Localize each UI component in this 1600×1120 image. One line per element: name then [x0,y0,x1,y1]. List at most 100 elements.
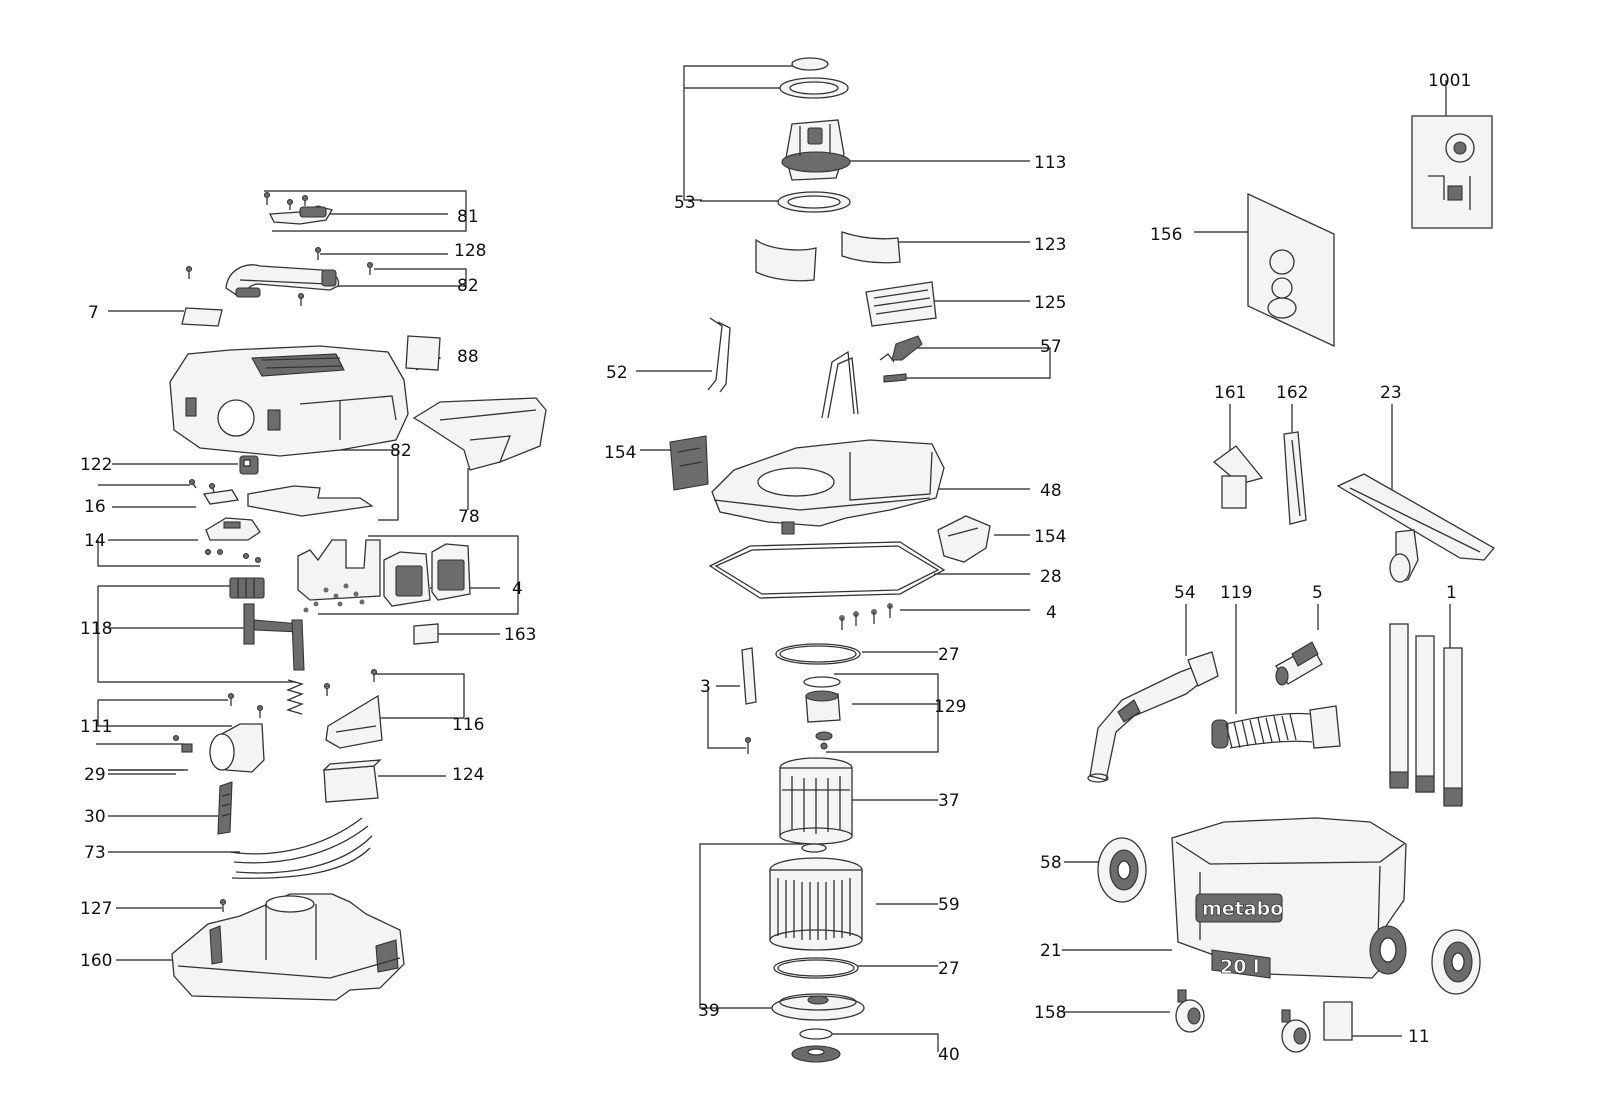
label-116: 116 [452,715,484,735]
part-158-castor [1175,989,1311,1053]
label-162: 162 [1276,383,1308,403]
part-battery-holder-4 [297,539,471,613]
label-54: 54 [1174,583,1196,603]
label-27-top: 27 [938,645,960,665]
part-29-clip [172,734,193,753]
label-40: 40 [938,1045,960,1065]
label-30: 30 [84,807,106,827]
label-14: 14 [84,531,106,551]
label-161: 161 [1214,383,1246,403]
label-52: 52 [606,363,628,383]
part-154-latch-right [937,515,991,563]
part-28-gasket [708,541,946,599]
label-119: 119 [1220,583,1252,603]
part-123-foam-strip [755,231,901,282]
label-11: 11 [1408,1027,1430,1047]
label-23: 23 [1380,383,1402,403]
label-4-middle: 4 [1046,603,1057,623]
part-82-top-cover [169,345,409,457]
brand-logo: metabo [1202,898,1283,920]
part-30-circuit-board [217,781,233,835]
part-54-hose-elbow [1087,651,1219,783]
part-52-clamp-right [821,350,859,419]
label-27-bottom: 27 [938,959,960,979]
label-118: 118 [80,619,112,639]
part-52-clamp-left [707,317,731,393]
part-162-crevice-tool [1283,431,1307,525]
label-39: 39 [698,1001,720,1021]
label-21: 21 [1040,941,1062,961]
label-28: 28 [1040,567,1062,587]
label-158: 158 [1034,1003,1066,1023]
part-82-carry-handle [185,246,374,306]
label-88: 88 [457,347,479,367]
part-156-filter-bag [1247,192,1335,348]
part-48-head-housing [711,439,945,535]
part-116-flap [323,668,383,749]
label-58: 58 [1040,853,1062,873]
part-7-label [181,307,223,327]
part-154-latch-left [669,435,709,491]
capacity-label: 20 l [1220,956,1260,978]
part-111-inlet-elbow [209,692,265,773]
label-5: 5 [1312,583,1323,603]
label-1001: 1001 [1428,71,1471,91]
part-59-cartridge-filter [769,857,863,951]
label-111: 111 [80,717,112,737]
part-39-washer [801,843,827,853]
label-154-left: 154 [604,443,636,463]
part-113-motor [781,119,851,181]
part-11-label [1323,1001,1353,1041]
part-81-latch-set [263,191,333,225]
part-125-grille [865,281,937,327]
label-59: 59 [938,895,960,915]
part-wheel-right [1431,929,1481,995]
part-37-filter-cage [779,757,853,845]
part-27-ring-bottom [773,957,859,979]
label-123: 123 [1034,235,1066,255]
part-160-base-housing [171,893,405,1001]
label-113: 113 [1034,153,1066,173]
part-119-hose [1211,705,1341,749]
part-161-crevice-nozzle [1212,445,1264,509]
label-128: 128 [454,241,486,261]
part-53-seal-set [777,57,851,213]
part-filter-plate [247,485,374,517]
label-129: 129 [934,697,966,717]
part-40-knob [791,1028,841,1063]
part-163-label [413,623,439,645]
label-16: 16 [84,497,106,517]
label-154-right: 154 [1034,527,1066,547]
part-14-bracket [204,517,262,564]
label-78: 78 [458,507,480,527]
label-53: 53 [674,193,696,213]
part-16-small-plate [188,478,240,505]
label-73: 73 [84,843,106,863]
part-small-filter-block [229,577,265,599]
part-124-foam-block [322,759,382,803]
leader-lines [96,65,1451,1052]
label-81: 81 [457,207,479,227]
label-127: 127 [80,899,112,919]
label-1: 1 [1446,583,1457,603]
label-124: 124 [452,765,484,785]
label-156: 156 [1150,225,1182,245]
label-4-left: 4 [512,579,523,599]
part-27-ring-top [775,643,861,665]
part-5-adapter [1275,641,1323,686]
label-48: 48 [1040,481,1062,501]
label-7: 7 [88,303,99,323]
label-122: 122 [80,455,112,475]
label-163: 163 [504,625,536,645]
part-1001-label-sheet [1411,115,1493,229]
label-3: 3 [700,677,711,697]
label-37: 37 [938,791,960,811]
part-78-deflector [412,397,547,471]
label-82-handle: 82 [457,276,479,296]
part-number-labels: 81 128 82 7 88 82 122 16 78 14 4 118 163… [80,71,1471,1065]
label-29: 29 [84,765,106,785]
part-129-float-valve [803,676,841,750]
label-57: 57 [1040,337,1062,357]
part-3-rod [741,647,757,754]
